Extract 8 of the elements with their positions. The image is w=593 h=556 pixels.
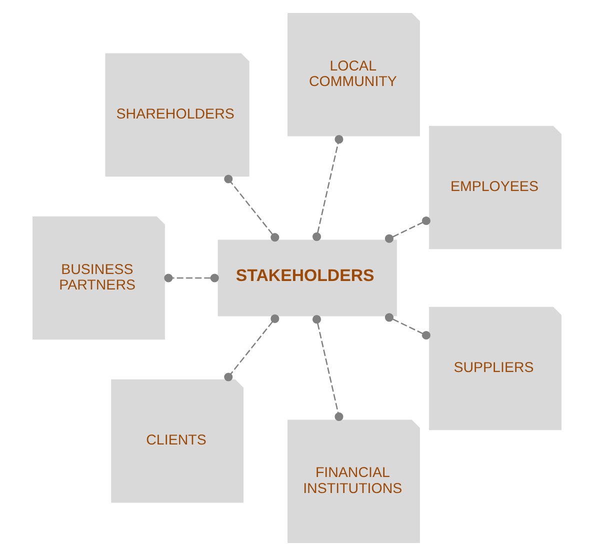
node-box: STAKEHOLDERS <box>217 240 396 316</box>
connector <box>312 135 343 241</box>
connector <box>224 174 279 242</box>
connector <box>164 274 218 282</box>
connector <box>224 314 279 382</box>
connector <box>384 313 430 340</box>
connector <box>384 216 430 243</box>
connector <box>312 315 343 421</box>
